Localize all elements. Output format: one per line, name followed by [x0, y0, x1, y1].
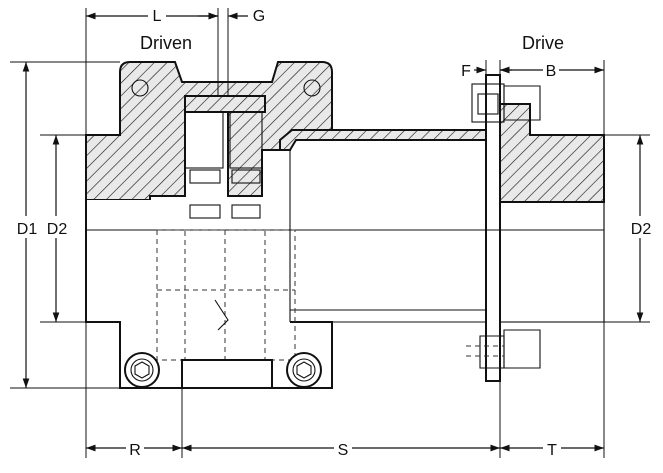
label-L: L: [153, 8, 162, 25]
drive-hub-section: [466, 74, 605, 382]
label-D2-left: D2: [47, 221, 68, 238]
label-S: S: [338, 442, 349, 459]
drive-flange-plate: [485, 74, 501, 382]
spider-block-right: [229, 111, 263, 169]
bolt-hole-right: [303, 79, 321, 97]
dimension-R-S-T: [85, 322, 605, 458]
driven-hub-section: [85, 61, 333, 219]
label-drive: Drive: [522, 33, 564, 53]
lower-bolt-left: [124, 352, 160, 388]
drive-bolt-bottom: [466, 329, 541, 369]
lower-bolt-right: [286, 352, 322, 388]
drive-bolt-top: [471, 83, 541, 123]
bolt-hole-left: [131, 79, 149, 97]
label-R: R: [129, 442, 141, 459]
insert-top: [184, 95, 266, 113]
driven-hub-hatched: [85, 61, 333, 201]
spider-block-left: [184, 111, 224, 169]
lower-half-outline: [85, 200, 605, 389]
drive-hub-hatched: [499, 103, 605, 203]
label-driven: Driven: [140, 33, 192, 53]
spacer-tube: [279, 129, 487, 323]
label-G: G: [253, 8, 265, 25]
dimension-F: [474, 60, 512, 75]
spider-teeth: [189, 169, 261, 219]
label-T: T: [547, 442, 557, 459]
label-F: F: [461, 63, 471, 80]
label-D1: D1: [17, 221, 38, 238]
dimension-G: [198, 8, 248, 96]
label-D2-right: D2: [631, 221, 652, 238]
label-B: B: [546, 63, 557, 80]
